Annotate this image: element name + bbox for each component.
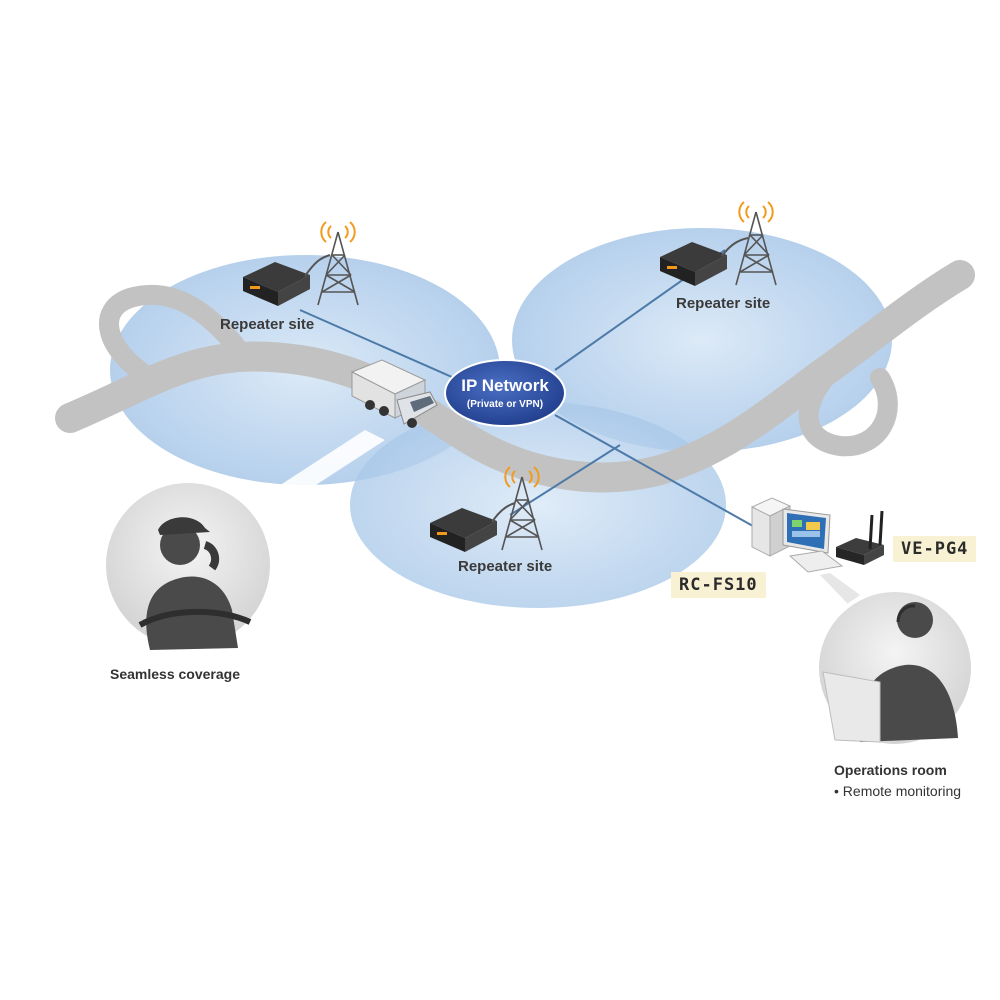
radio-waves-icon: [504, 466, 540, 488]
operator-caption-detail: • Remote monitoring: [834, 783, 962, 799]
ip-network-title: IP Network: [461, 376, 549, 395]
antenna-tower-icon: [501, 476, 543, 551]
controller-product-label: RC-FS10: [671, 572, 766, 598]
road: [55, 260, 975, 493]
repeater-site-label-right: Repeater site: [676, 295, 771, 312]
callout-pointer: [820, 573, 860, 604]
radio-waves-icon: [320, 221, 356, 243]
repeater-site-bottom: [430, 466, 543, 552]
antenna-tower-icon: [317, 231, 359, 306]
truck-icon: [350, 359, 438, 428]
coverage-area-bottom: [350, 402, 726, 608]
network-links: [299, 249, 761, 531]
driver-caption: Seamless coverage: [110, 666, 240, 682]
repeater-site-label-bottom: Repeater site: [458, 558, 553, 575]
radio-waves-icon: [738, 201, 774, 223]
operator-caption-title: Operations room: [834, 762, 947, 778]
ip-network-subtitle: (Private or VPN): [466, 399, 544, 410]
ip-network-cloud: [444, 359, 566, 427]
repeater-site-left: [243, 221, 359, 306]
gateway-product-label: VE-PG4: [893, 536, 977, 562]
repeater-site-label-left: Repeater site: [220, 316, 315, 333]
callout-pointer: [248, 430, 385, 520]
keyboard-icon: [788, 550, 844, 573]
monitor-icon: [782, 508, 831, 554]
antenna-tower-icon: [735, 211, 777, 286]
driver-illustration: [102, 479, 274, 651]
operator-illustration: [815, 588, 975, 748]
gateway-device-icon: [836, 510, 884, 565]
repeater-site-right: [660, 201, 777, 286]
